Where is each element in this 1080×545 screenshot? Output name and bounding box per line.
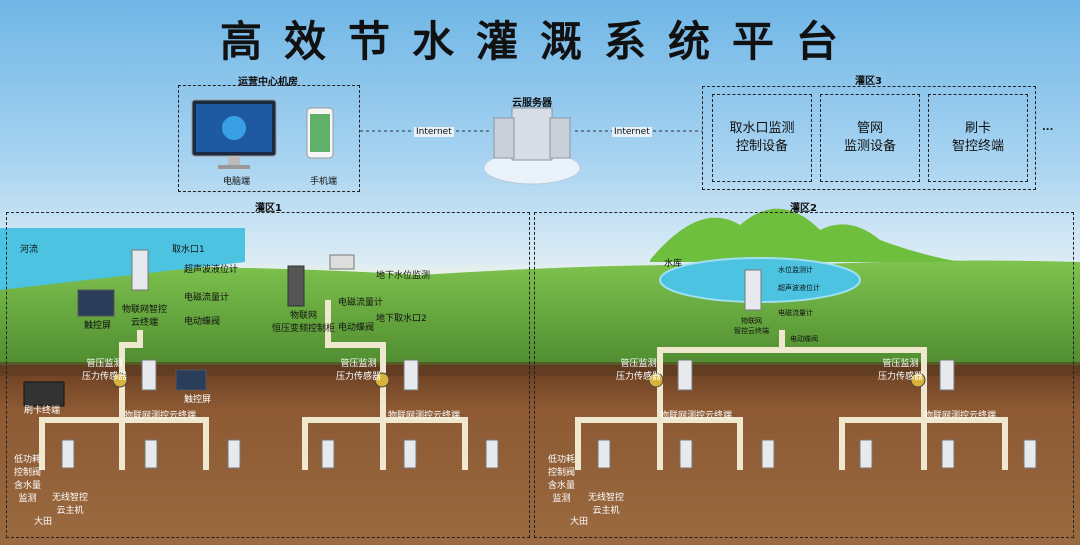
- z2-moisture-label: 含水量 监测: [548, 481, 576, 504]
- z1-host-label: 无线智控 云主机: [52, 493, 89, 516]
- cloud-terminal1-label: 物联网测控云终端: [124, 411, 197, 421]
- well-controller-label: 物联网 恒压变频控制柜: [272, 311, 336, 334]
- zone3-box: [702, 86, 1036, 190]
- z2-field-label: 大田: [570, 517, 589, 527]
- z2-cloud-terminal2-label: 物联网测控云终端: [924, 411, 997, 421]
- z2-valve-label: 电动蝶阀: [790, 335, 818, 343]
- z1-valve-label: 低功耗 控制阀: [14, 455, 42, 478]
- zone1-title: 灌区1: [255, 203, 282, 214]
- river-label: 河流: [20, 245, 39, 255]
- well-monitor-label: 地下水位监测: [376, 271, 431, 281]
- hill-shape: [650, 208, 960, 262]
- reservoir-label: 水库: [664, 259, 683, 269]
- z1-field-label: 大田: [34, 517, 53, 527]
- zone1-box: [6, 212, 530, 538]
- page-title: 高效节水灌溉系统平台: [219, 17, 860, 66]
- z2-host-label: 无线智控 云主机: [588, 493, 625, 516]
- z2-pressure2-label: 管压监测 压力传感器: [878, 359, 924, 382]
- phone-label: 手机端: [310, 177, 338, 187]
- z2-ultrasonic-label: 超声波液位计: [778, 284, 820, 292]
- em-flowmeter2-label: 电磁流量计: [338, 298, 384, 308]
- zone3-more: ...: [1042, 122, 1054, 133]
- cloud-server-label: 云服务器: [512, 98, 552, 109]
- z2-pressure1-label: 管压监测 压力传感器: [616, 359, 662, 382]
- iot-terminal-label: 物联网智控 云终端: [122, 305, 168, 328]
- zone2-devices: [648, 269, 955, 391]
- zone3-card-box: 刷卡 智控终端: [928, 94, 1028, 182]
- z2-terminal-label: 物联网 智控云终端: [734, 317, 769, 335]
- ops-center-title: 运营中心机房: [238, 77, 298, 88]
- z1-moisture-label: 含水量 监测: [14, 481, 42, 504]
- zone2-title: 灌区2: [790, 203, 817, 214]
- electric-valve-label: 电动蝶阀: [184, 317, 221, 327]
- touchscreen2-label: 触控屏: [184, 395, 212, 405]
- field-devices: [61, 439, 1037, 469]
- ultrasonic-label: 超声波液位计: [184, 265, 239, 275]
- z2-em-flowmeter-label: 电磁流量计: [778, 309, 813, 317]
- zone3-pipe-box: 管网 监测设备: [820, 94, 920, 182]
- internet-right: Internet: [612, 127, 652, 137]
- pressure1-label: 管压监测 压力传感器: [82, 359, 128, 382]
- pressure2-label: 管压监测 压力传感器: [336, 359, 382, 382]
- soil-band: [0, 365, 1080, 545]
- z2-lowpower-label: 低功耗 控制阀: [548, 455, 576, 478]
- card-terminal-label: 刷卡终端: [24, 406, 61, 416]
- em-flowmeter-label: 电磁流量计: [184, 293, 230, 303]
- pc-label: 电脑端: [223, 177, 251, 187]
- zone1-devices: [23, 249, 419, 407]
- zone2-box: [534, 212, 1074, 538]
- intake2-label: 地下取水口2: [376, 314, 427, 324]
- cloud-terminal2-label: 物联网测控云终端: [388, 411, 461, 421]
- zone3-intake-box: 取水口监测 控制设备: [712, 94, 812, 182]
- ops-center-box: [178, 85, 360, 192]
- z2-cloud-terminal1-label: 物联网测控云终端: [660, 411, 733, 421]
- touchscreen1-label: 触控屏: [84, 321, 112, 331]
- river-shape: [0, 228, 245, 290]
- electric-valve2-label: 电动蝶阀: [338, 323, 375, 333]
- intake1-label: 取水口1: [172, 245, 205, 255]
- zone3-title: 灌区3: [855, 76, 882, 87]
- internet-left: Internet: [414, 127, 454, 137]
- level-meter-label: 水位监测计: [778, 266, 813, 274]
